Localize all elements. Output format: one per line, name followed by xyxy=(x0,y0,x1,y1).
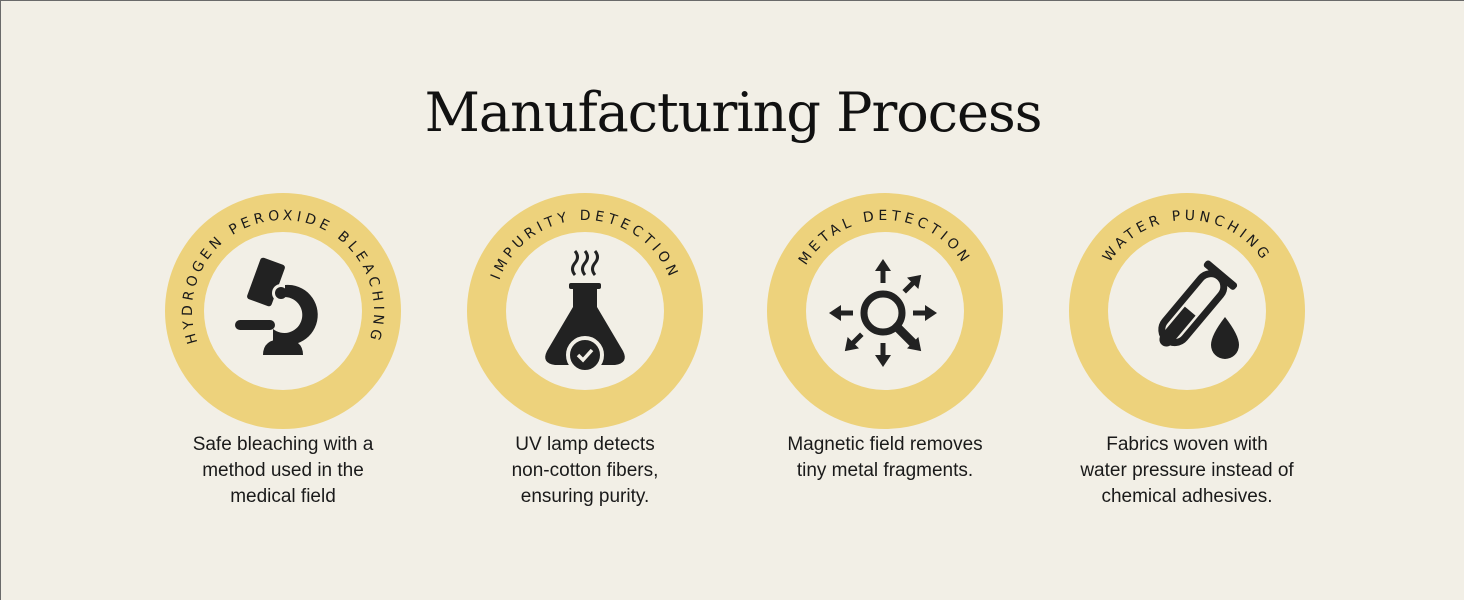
magnifier-arrows-icon xyxy=(829,259,937,367)
step-description: UV lamp detects non-cotton fibers, ensurin… xyxy=(435,432,735,510)
process-step: HYDROGEN PEROXIDE BLEACHING Safe bleachi… xyxy=(133,193,433,510)
flask-check-icon xyxy=(545,250,625,374)
description-line: tiny metal fragments. xyxy=(796,460,974,481)
step-badge: HYDROGEN PEROXIDE BLEACHING xyxy=(165,193,401,429)
process-step: WATER PUNCHING Fabrics woven with water p… xyxy=(1037,193,1337,510)
microscope-icon xyxy=(235,257,318,355)
description-line: ensuring purity. xyxy=(520,486,650,507)
test-tube-drop-icon xyxy=(1158,260,1239,359)
description-line: method used in the xyxy=(202,460,364,481)
description-line: medical field xyxy=(230,486,336,507)
page-title: Manufacturing Process xyxy=(424,81,1043,144)
description-line: Fabrics woven with xyxy=(1106,434,1268,455)
step-description: Fabrics woven with water pressure instead… xyxy=(1037,432,1337,510)
step-badge: METAL DETECTION xyxy=(767,193,1003,429)
description-line: Magnetic field removes xyxy=(787,434,983,455)
description-line: UV lamp detects xyxy=(515,434,655,455)
step-description: Magnetic field removes tiny metal fragmen… xyxy=(735,432,1035,484)
step-badge: IMPURITY DETECTION xyxy=(467,193,703,429)
process-step: METAL DETECTION Magnetic field removes ti… xyxy=(735,193,1035,484)
description-line: water pressure instead of xyxy=(1080,460,1294,481)
description-line: Safe bleaching with a xyxy=(192,434,374,455)
description-line: chemical adhesives. xyxy=(1101,486,1273,507)
step-badge: WATER PUNCHING xyxy=(1069,193,1305,429)
step-description: Safe bleaching with a method used in the m… xyxy=(133,432,433,510)
description-line: non-cotton fibers, xyxy=(511,460,659,481)
process-step: IMPURITY DETECTION UV lamp detects non-co… xyxy=(435,193,735,510)
